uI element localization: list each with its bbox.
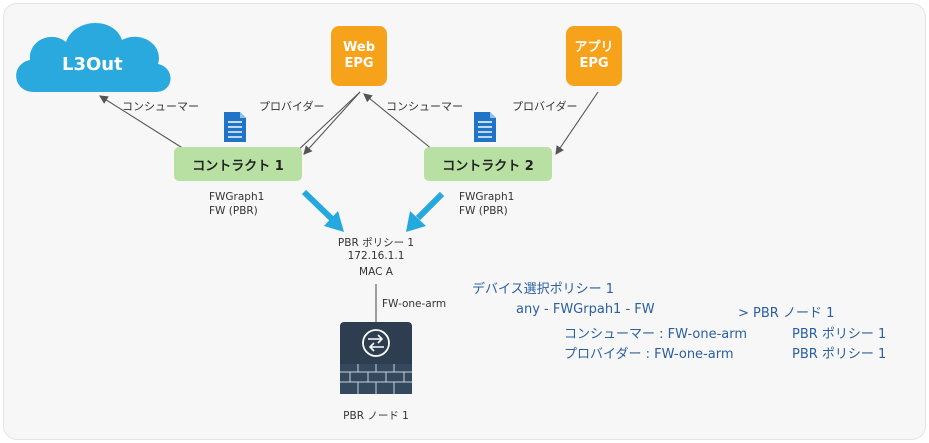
contract-2-graph: FWGraph1 [459,191,515,203]
pbr-policy-title: PBR ポリシー 1 [337,237,415,249]
device-selection-row1-left: any - FWGrpah1 - FW [516,302,655,317]
edge-label-consumer-1: コンシューマー [122,100,199,113]
edge-contract1-to-l3out [99,95,193,155]
pbr-node-label: PBR ノード 1 [343,410,409,422]
edge-label-consumer-2: コンシューマー [386,100,463,113]
cloud-icon [16,22,171,92]
device-selection-row1-right: > PBR ノード 1 [738,306,835,321]
app-epg-line2: EPG [579,56,609,71]
contract-1-fw: FW (PBR) [209,205,258,217]
document-icon [224,112,246,142]
contract-1: コントラクト 1 [174,147,302,181]
contract-1-label: コントラクト 1 [192,158,284,174]
device-selection-row2-right: PBR ポリシー 1 [792,327,887,342]
edge-label-provider-1: プロバイダー [259,100,325,113]
diagram-lines [16,22,599,394]
firewall-icon [340,322,412,394]
device-selection-row3-right: PBR ポリシー 1 [792,347,887,362]
cloud-label: L3Out [62,54,123,75]
edge-app-to-contract2 [555,91,599,155]
edge-contract2-to-web [363,93,439,155]
web-epg-line2: EPG [344,56,374,71]
interface-label: FW-one-arm [382,298,447,310]
contract-2-label: コントラクト 2 [442,158,534,174]
device-selection-row3-left: プロバイダー : FW-one-arm [564,347,734,362]
edge-label-provider-2: プロバイダー [512,100,578,113]
contract-1-graph: FWGraph1 [209,191,265,203]
edge-web-to-contract1 [303,91,361,155]
pbr-policy-ip: 172.16.1.1 [347,250,405,262]
app-epg: アプリ EPG [566,26,622,86]
web-epg-line1: Web [343,40,375,55]
contract-2: コントラクト 2 [424,147,552,181]
edge-contract1-to-web [293,91,361,155]
blue-arrow-left [301,189,344,232]
document-icon [474,112,496,142]
device-selection-title: デバイス選択ポリシー 1 [472,282,615,297]
pbr-policy-mac: MAC A [359,266,393,278]
device-selection-row2-left: コンシューマー : FW-one-arm [564,327,748,342]
web-epg: Web EPG [331,26,387,86]
app-epg-line1: アプリ [574,40,614,55]
diagram-canvas: L3Out Web EPG アプリ EPG コンシューマー プロバイダー コンシ… [3,3,926,440]
blue-arrow-right [406,191,445,232]
contract-2-fw: FW (PBR) [459,205,508,217]
